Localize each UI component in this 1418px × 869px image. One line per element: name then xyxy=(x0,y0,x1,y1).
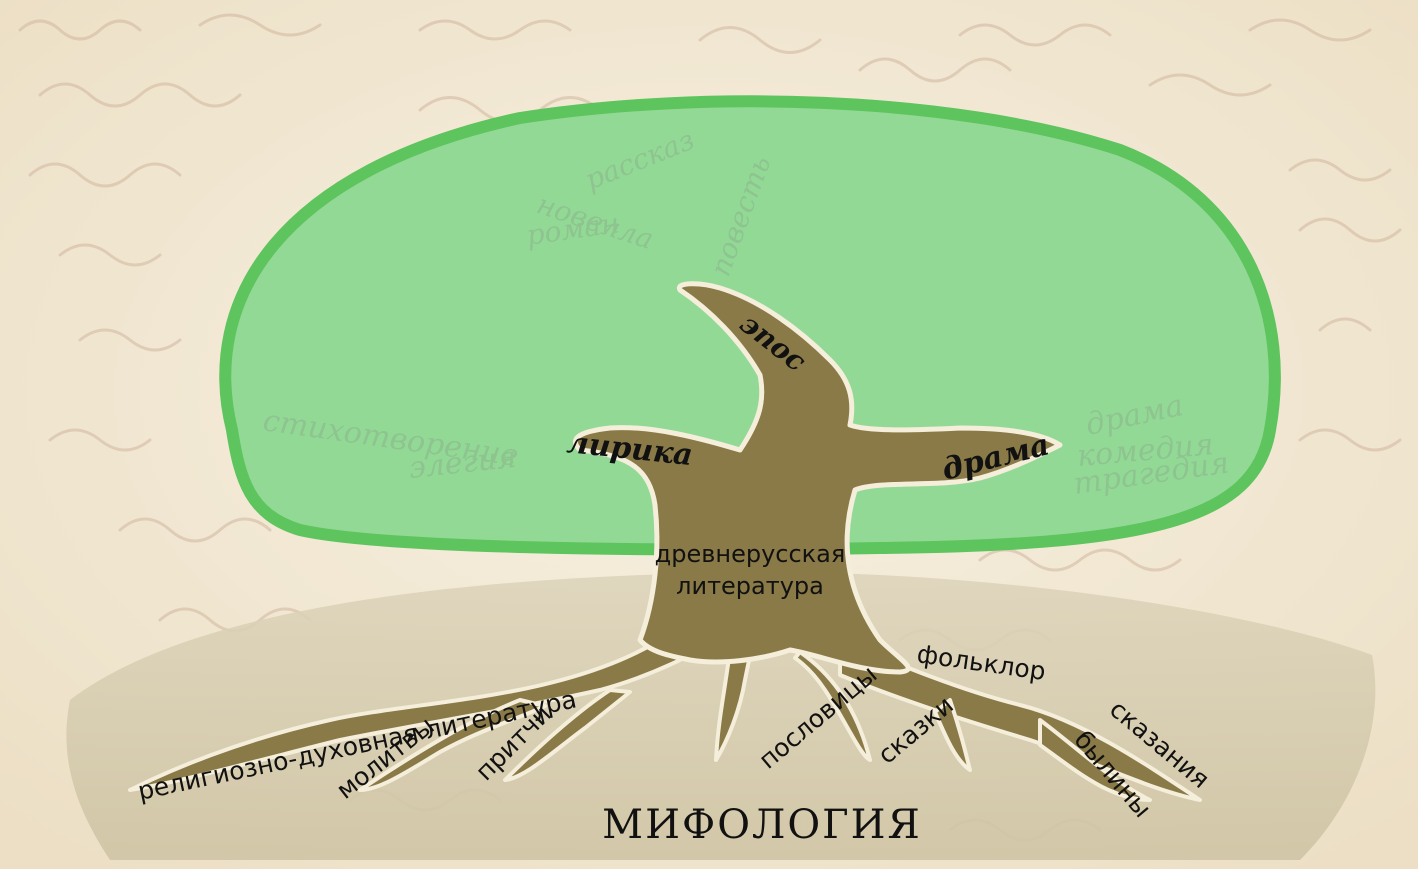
trunk-label-line2: литература xyxy=(676,572,824,600)
base-label-mythology: МИФОЛОГИЯ xyxy=(602,802,922,848)
trunk-label-line1: древнерусская xyxy=(655,540,846,568)
